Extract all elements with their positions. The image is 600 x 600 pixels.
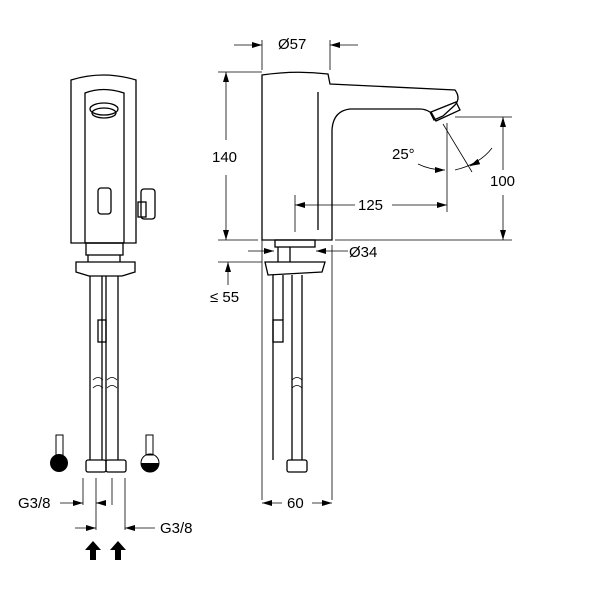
dimension-body-diameter: Ø57 [278, 36, 307, 53]
water-inlet-arrow-icon [85, 541, 126, 560]
dimension-reach: 125 [358, 197, 384, 214]
connection-thread-right: G3/8 [160, 520, 193, 537]
dimension-max-deck-thickness: ≤ 55 [210, 289, 240, 306]
front-view [60, 74, 156, 531]
side-view [261, 71, 461, 473]
dimension-spray-angle: 25° [392, 146, 415, 163]
dimension-height: 140 [212, 149, 238, 166]
dimension-outlet-height: 100 [490, 173, 516, 190]
connection-thread-left: G3/8 [18, 495, 51, 512]
dimension-base-width: 60 [287, 495, 304, 512]
cold-thermometer-icon [140, 434, 160, 473]
dimension-base-diameter: Ø34 [349, 244, 378, 261]
hot-thermometer-icon [50, 434, 68, 472]
dimension-lines [218, 40, 512, 506]
